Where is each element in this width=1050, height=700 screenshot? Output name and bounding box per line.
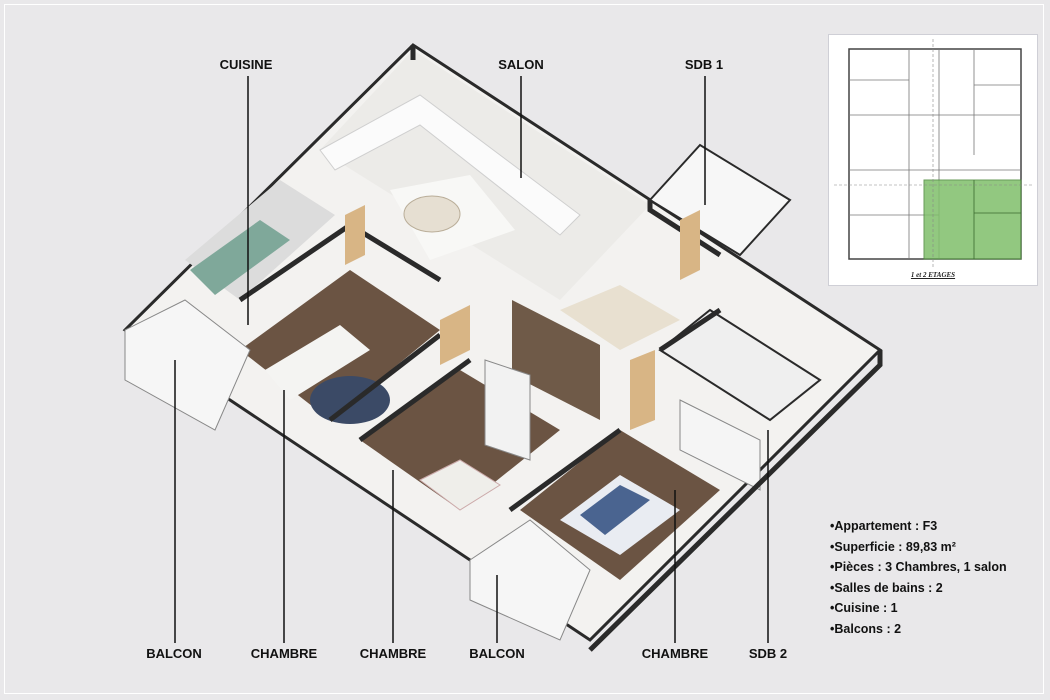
doors [345,205,700,430]
leader-lines [174,76,769,643]
balcony-left [124,299,251,431]
label-salon: SALON [498,57,544,72]
info-cuisine: •Cuisine : 1 [830,601,898,615]
bedroom2-bed [419,459,501,511]
salon-table [403,195,461,233]
kitchen-counter [190,220,290,295]
wardrobe-2 [679,399,761,491]
inset-highlight [923,179,1022,260]
bedroom1-sofa [265,325,370,400]
page-frame [4,4,1044,694]
sdb2-floor [658,308,822,422]
wardrobe [484,359,531,461]
info-salles-de-bains: •Salles de bains : 2 [830,580,943,595]
apartment-info-list: •Appartement : F3 •Superficie : 89,83 m²… [830,516,1007,639]
label-chambre-1: CHAMBRE [250,646,318,661]
info-appartement: •Appartement : F3 [830,519,938,533]
label-chambre-3: CHAMBRE [641,646,709,661]
label-balcon-left: BALCON [146,646,202,661]
label-sdb1: SDB 1 [684,57,724,72]
dining-table [560,285,680,350]
interior-walls [238,45,883,652]
info-balcons: •Balcons : 2 [830,621,902,636]
building-plan-inset: 1 et 2 ETAGES [828,34,1038,286]
bookshelf [512,300,600,420]
salon-sofa [319,94,581,236]
bedroom3-blanket [580,485,650,535]
label-cuisine: CUISINE [219,57,273,72]
info-superficie: •Superficie : 89,83 m² [830,539,956,554]
label-sdb2: SDB 2 [748,646,788,661]
balcony-right [469,519,591,641]
info-pieces: •Pièces : 3 Chambres, 1 salon [830,560,1007,574]
inset-floor-plan [834,39,1032,267]
label-balcon-right: BALCON [469,646,525,661]
inset-caption: 1 et 2 ETAGES [910,271,956,279]
label-chambre-2: CHAMBRE [359,646,427,661]
sdb1-floor [648,143,792,257]
